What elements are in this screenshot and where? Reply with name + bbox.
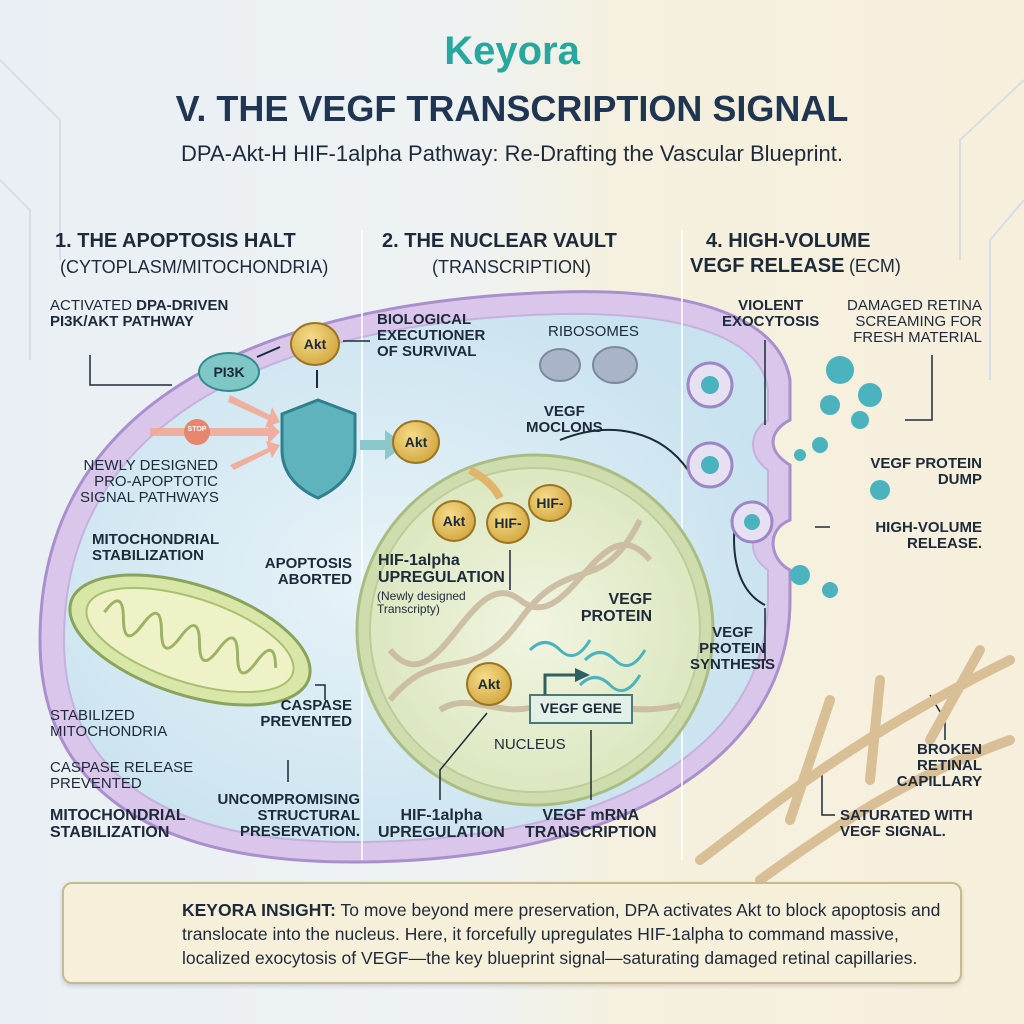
vegf-protein-clusters [701,356,890,598]
section-2-subtitle: (TRANSCRIPTION) [432,257,591,277]
label-text: DPA-DRIVEN [136,297,229,314]
akt-molecule: Akt [466,662,512,706]
section-1-title: 1. THE APOPTOSIS HALT [55,230,296,252]
vegf-gene-box: VEGF GENE [540,700,622,716]
label-ribosomes: RIBOSOMES [548,323,639,340]
pi3k-molecule: PI3K [198,352,260,392]
stop-sign-icon [184,419,210,445]
label-text: ACTIVATED [50,297,137,314]
keyora-logo: Keyora [444,29,580,73]
section-1-subtitle: (CYTOPLASM/MITOCHONDRIA) [60,257,329,277]
akt-molecule: Akt [290,322,340,366]
label-text: PI3K/AKT PATHWAY [50,312,194,330]
broken-capillary [695,645,1015,885]
ribosomes [539,346,638,384]
shield-icon [280,398,357,500]
stop-sign-label: STOP [187,426,207,433]
page-subtitle: DPA-Akt-H HIF-1alpha Pathway: Re-Draftin… [181,141,843,166]
section-3-title: 4. HIGH-VOLUME [706,230,871,252]
insight-text: KEYORA INSIGHT: To move beyond mere pres… [182,898,952,970]
mitochondrion [68,573,312,707]
insight-body: To move beyond mere preservation, DPA ac… [182,900,941,968]
label-nucleus: NUCLEUS [494,736,566,753]
section-2-title: 2. THE NUCLEAR VAULT [382,230,617,252]
hif-molecule: HIF- [486,502,530,544]
section-3-subtitle: VEGF RELEASE (ECM) [690,256,901,277]
section-3-title-line2: VEGF RELEASE [690,255,845,277]
vegf-mrna [528,639,647,693]
hif-molecule: HIF- [528,484,572,522]
akt-molecule: Akt [432,500,476,542]
page-title: V. THE VEGF TRANSCRIPTION SIGNAL [175,88,849,129]
insight-label: KEYORA INSIGHT: [182,900,336,920]
akt-molecule: Akt [392,420,440,464]
pro-apoptotic-arrows [150,395,280,470]
circuit-decoration [0,59,1024,380]
section-3-ecm: (ECM) [848,256,901,276]
keyora-insight-box: KEYORA INSIGHT: To move beyond mere pres… [62,882,962,984]
